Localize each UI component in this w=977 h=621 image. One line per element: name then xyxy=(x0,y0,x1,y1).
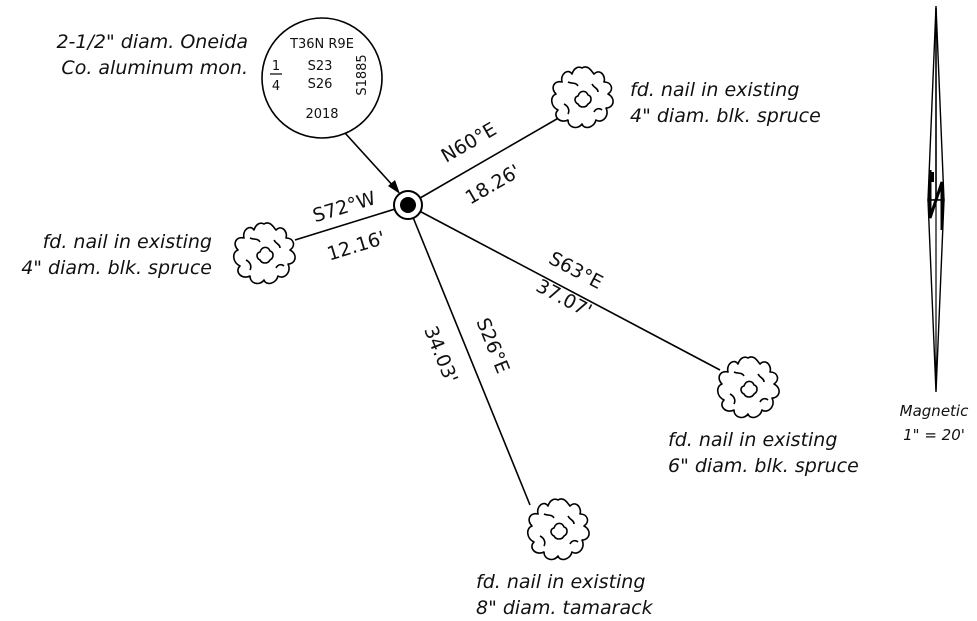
monument-cap: T36N R9E 1 4 S23 S26 S1885 2018 xyxy=(261,17,383,139)
tie-s-bearing: S26°E xyxy=(472,315,514,377)
cap-section-b: S26 xyxy=(308,77,333,92)
tie-w-note-line1: fd. nail in existing xyxy=(43,231,212,253)
cap-fraction-denominator: 4 xyxy=(272,79,280,94)
magnetic-north-arrow xyxy=(927,5,945,393)
monument-leader-arrowhead xyxy=(388,180,400,194)
cap-section-a: S23 xyxy=(308,59,333,74)
monument-leader-line xyxy=(344,132,396,189)
tie-ne-note-line1: fd. nail in existing xyxy=(630,79,799,101)
tie-se-note-line2: 6" diam. blk. spruce xyxy=(668,455,859,477)
north-arrow-label: Magnetic xyxy=(900,402,969,420)
tie-ne-bearing: N60°E xyxy=(438,118,501,167)
cap-fraction-numerator: 1 xyxy=(272,59,280,74)
tree-s-symbol xyxy=(526,498,590,561)
tie-line-ne xyxy=(407,115,563,206)
tie-s-note-line2: 8" diam. tamarack xyxy=(476,597,654,619)
tie-ne-note-line2: 4" diam. blk. spruce xyxy=(630,105,821,127)
tie-s-distance: 34.03' xyxy=(419,323,462,387)
tie-w-note-line2: 4" diam. blk. spruce xyxy=(21,257,212,279)
tree-se-symbol xyxy=(716,356,780,419)
corner-monument-symbol xyxy=(393,190,423,220)
drawing-scale: 1" = 20' xyxy=(903,426,965,444)
tree-w-symbol xyxy=(232,222,296,285)
tie-s-note-line1: fd. nail in existing xyxy=(476,571,645,593)
monument-note-line2: Co. aluminum mon. xyxy=(61,57,248,79)
tie-line-s xyxy=(407,204,531,506)
tie-se-note-line1: fd. nail in existing xyxy=(668,429,837,451)
monument-note-line1: 2-1/2" diam. Oneida xyxy=(56,31,248,53)
tie-w-bearing: S72°W xyxy=(310,187,378,227)
tie-line-w xyxy=(294,204,409,241)
cap-township: T36N R9E xyxy=(289,37,354,52)
tie-line-se xyxy=(407,204,721,371)
tie-w-distance: 12.16' xyxy=(325,227,388,265)
cap-year: 2018 xyxy=(305,107,338,122)
north-n-glyph xyxy=(928,170,944,230)
cap-license: S1885 xyxy=(355,54,370,95)
tree-ne-symbol xyxy=(550,66,614,129)
